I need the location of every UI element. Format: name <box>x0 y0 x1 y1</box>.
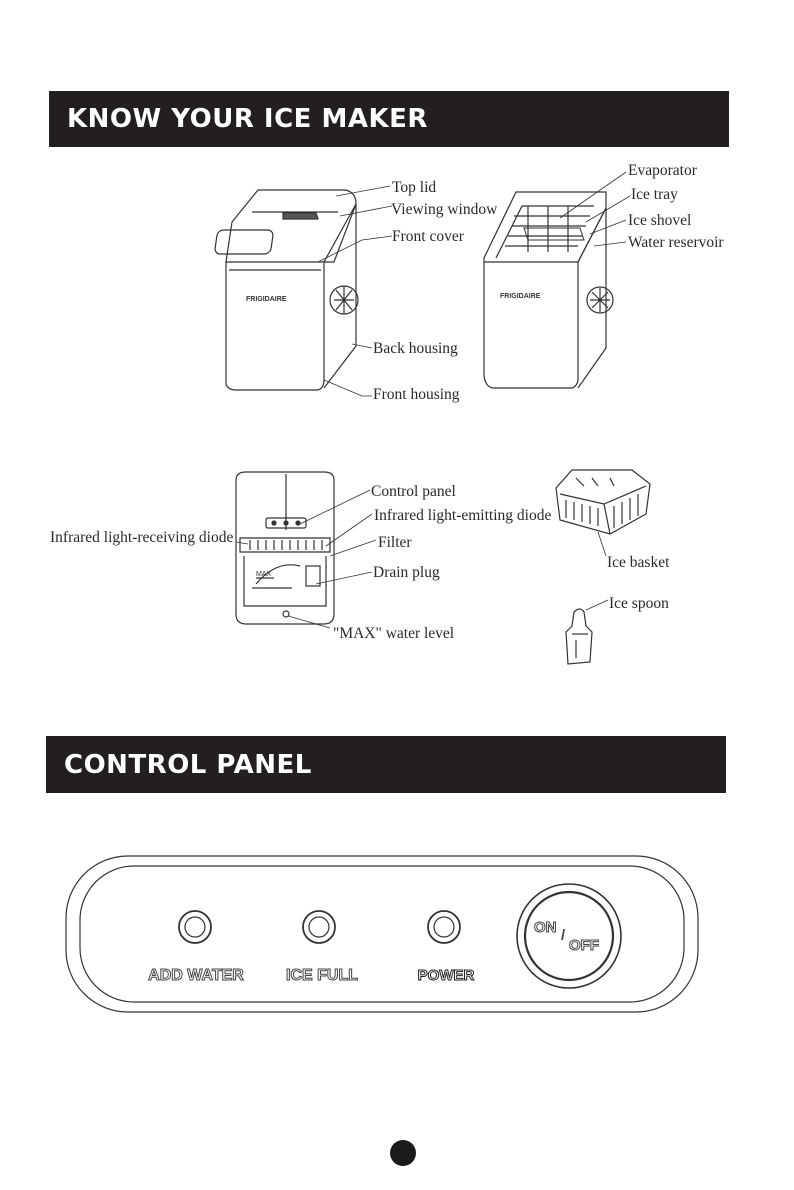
section-title: KNOW YOUR ICE MAKER <box>67 104 428 134</box>
ice-maker-closed-illustration <box>214 189 359 391</box>
off-label: OFF <box>569 937 599 954</box>
label-evaporator: Evaporator <box>628 162 697 179</box>
on-label: ON <box>534 919 557 936</box>
max-mark: MAX <box>256 571 272 578</box>
label-front-cover: Front cover <box>392 228 464 245</box>
label-ice-shovel: Ice shovel <box>628 212 692 229</box>
label-infrared-emitting-diode: Infrared light-emitting diode <box>374 507 552 524</box>
section-header-know-your-ice-maker: KNOW YOUR ICE MAKER <box>49 91 729 147</box>
power-indicator-label: POWER <box>418 967 475 984</box>
label-ice-basket: Ice basket <box>607 554 670 571</box>
label-drain-plug: Drain plug <box>373 564 440 581</box>
label-ice-spoon: Ice spoon <box>609 595 669 612</box>
label-control-panel: Control panel <box>371 483 456 500</box>
label-infrared-receiving-diode: Infrared light-receiving diode <box>50 529 234 546</box>
ice-full-indicator-label: ICE FULL <box>286 967 358 984</box>
label-front-housing: Front housing <box>373 386 460 403</box>
label-ice-tray: Ice tray <box>631 186 678 203</box>
label-filter: Filter <box>378 534 412 551</box>
ice-basket-illustration <box>555 469 651 535</box>
label-top-lid: Top lid <box>392 179 437 196</box>
label-water-reservoir: Water reservoir <box>628 234 724 251</box>
label-viewing-window: Viewing window <box>391 201 498 218</box>
ice-maker-top-view-illustration <box>235 471 335 625</box>
on-off-slash: / <box>561 927 566 944</box>
add-water-indicator-label: ADD WATER <box>148 967 244 984</box>
control-panel-illustration <box>65 855 699 1013</box>
brand-logo-closed: FRIGIDAIRE <box>246 296 287 303</box>
page-number-badge <box>390 1140 416 1166</box>
label-max-water-level: "MAX" water level <box>333 625 455 642</box>
section-header-control-panel: CONTROL PANEL <box>46 736 726 793</box>
label-back-housing: Back housing <box>373 340 458 357</box>
ice-spoon-illustration <box>565 608 593 665</box>
brand-logo-open: FRIGIDAIRE <box>500 293 541 300</box>
section-title: CONTROL PANEL <box>64 749 312 780</box>
ice-maker-open-illustration <box>483 191 614 389</box>
